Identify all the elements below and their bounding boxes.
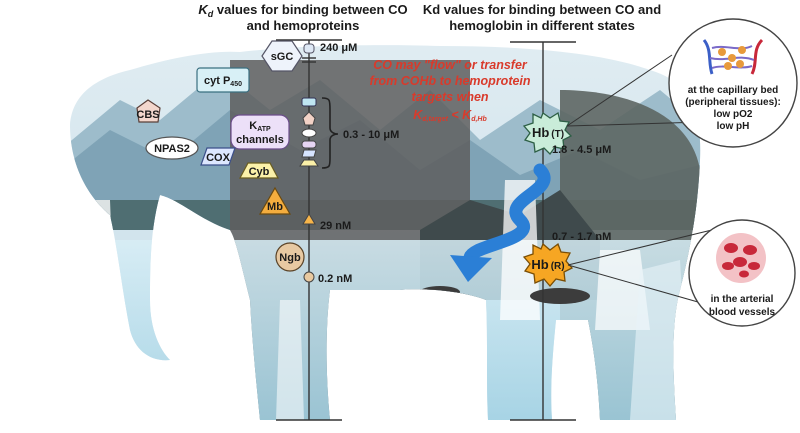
cyb-label: Cyb <box>249 166 270 178</box>
capillary-callout-circle <box>668 18 798 148</box>
hb-r-label: Hb(R) <box>531 257 564 272</box>
katp-marker <box>301 140 317 149</box>
sgc-marker <box>303 43 315 54</box>
capillary-callout-line3: low pO2 <box>714 109 753 120</box>
ngb-label: Ngb <box>279 252 301 264</box>
cyt-p450-shape <box>196 67 250 93</box>
capillary-callout-line-2 <box>566 54 673 127</box>
mb-shape <box>258 186 292 215</box>
katp-label-line1: KATP <box>249 120 271 133</box>
left-heading-line1: Kd values for binding between CO <box>198 2 407 19</box>
cyt-p450-label: cyt P450 <box>204 75 242 88</box>
red-blood-cells-icon <box>716 233 766 283</box>
mb-marker <box>302 213 316 225</box>
cbs-marker <box>302 111 316 126</box>
katp-shape <box>230 114 290 150</box>
hb-r-kd-value: 0.7 - 1.7 nM <box>552 231 611 243</box>
flow-arrow-body <box>463 163 551 265</box>
range-brace <box>321 97 339 169</box>
cox-label: COX <box>206 152 231 164</box>
flow-text-line2: from COHb to hemoprotein <box>369 74 530 88</box>
ngb-shape <box>275 242 305 272</box>
flow-condition: Kd,target < Kd,Hb <box>413 108 487 123</box>
hb-t-kd-value: 1.8 - 4.5 μM <box>552 144 611 156</box>
arterial-callout-line-2 <box>567 264 713 307</box>
capillary-callout-line1: at the capillary bed <box>688 85 779 96</box>
cbs-label: CBS <box>136 109 159 121</box>
flow-text-line1: CO may "flow" or transfer <box>373 58 528 72</box>
flow-arrow-head <box>450 255 492 282</box>
cyb-shape <box>239 162 279 179</box>
hb-t-label: Hb(T) <box>532 125 564 140</box>
capillary-bed-icon <box>702 38 764 75</box>
cox-shape <box>200 147 236 166</box>
mb-kd-value: 29 nM <box>320 220 351 232</box>
npas2-shape <box>145 136 199 160</box>
ngb-kd-value: 0.2 nM <box>318 273 352 285</box>
sgc-label: sGC <box>271 51 294 63</box>
ngb-marker <box>303 271 315 283</box>
sgc-shape <box>261 40 303 72</box>
sgc-kd-value: 240 μM <box>320 42 357 54</box>
arterial-callout-line1: in the arterial <box>711 294 774 305</box>
npas2-label: NPAS2 <box>154 143 190 155</box>
cox-marker <box>301 149 317 158</box>
capillary-callout-line2: (peripheral tissues): <box>685 97 781 108</box>
cyb-marker <box>299 159 319 167</box>
flow-text-line3: targets when <box>411 90 488 104</box>
hb-r-shape <box>522 242 574 287</box>
capillary-callout-line4: low pH <box>717 121 750 132</box>
range-kd-value: 0.3 - 10 μM <box>343 129 399 141</box>
npas2-marker <box>301 128 317 138</box>
hb-t-shape <box>522 111 573 156</box>
cbs-shape <box>136 99 161 123</box>
mb-label: Mb <box>267 201 283 213</box>
arterial-callout-line-1 <box>567 227 721 266</box>
right-heading-line1: Kd values for binding between CO and <box>423 2 661 17</box>
left-heading-line2: and hemoproteins <box>247 18 360 33</box>
cyt-marker <box>301 97 317 107</box>
arterial-callout-line2: blood vessels <box>709 307 776 318</box>
katp-label-line2: channels <box>236 134 284 146</box>
right-heading-line2: hemoglobin in different states <box>449 18 635 33</box>
capillary-callout-line-1 <box>566 121 704 127</box>
